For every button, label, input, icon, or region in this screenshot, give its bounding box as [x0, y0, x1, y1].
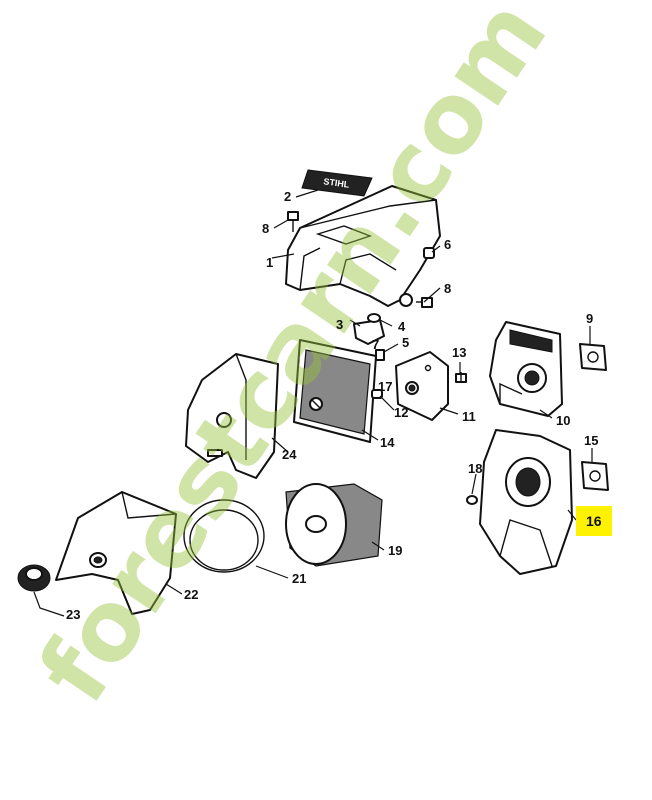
- callout-17: 17: [378, 379, 393, 394]
- callout-7: 7: [372, 337, 380, 352]
- part-16-support: [479, 429, 573, 575]
- part-14-filter: [293, 339, 377, 443]
- callout-18: 18: [468, 461, 483, 476]
- callout-8-top: 8: [262, 221, 270, 236]
- callout-3: 3: [336, 317, 344, 332]
- callout-16-highlighted: 16: [576, 506, 612, 536]
- callout-1: 1: [266, 255, 274, 270]
- callout-19: 19: [388, 543, 403, 558]
- part-21-frame: [183, 499, 265, 573]
- part-10-housing: [489, 321, 563, 417]
- callout-9: 9: [586, 311, 594, 326]
- callout-4: 4: [398, 319, 406, 334]
- part-13-screw: [455, 372, 467, 383]
- part-24-cover: [185, 353, 279, 479]
- part-8-screw-top: [287, 211, 299, 232]
- part-4-ring: [367, 313, 381, 323]
- part-18-washer: [466, 495, 478, 505]
- part-11-bracket: [395, 351, 449, 421]
- part-9-gasket: [579, 343, 607, 371]
- part-12-nut: [371, 389, 383, 399]
- part-8-screw-right: [416, 297, 433, 308]
- part-22-cover: [55, 491, 177, 615]
- callout-13: 13: [452, 345, 467, 360]
- part-1-shroud: [285, 185, 441, 307]
- callout-6: 6: [444, 237, 452, 252]
- part-6-sleeve: [423, 247, 435, 259]
- callout-21: 21: [292, 571, 307, 586]
- part-15-gasket: [581, 461, 609, 491]
- part-3-clip: [353, 319, 385, 345]
- callout-11: 11: [462, 409, 476, 424]
- part-19-filter-element: [285, 483, 383, 567]
- part-23-knob: [17, 564, 51, 592]
- callout-14: 14: [380, 435, 395, 450]
- callout-15: 15: [584, 433, 599, 448]
- callout-5: 5: [402, 335, 410, 350]
- callout-22: 22: [184, 587, 199, 602]
- part-2-decal: STIHL: [301, 169, 373, 197]
- callout-8-right: 8: [444, 281, 452, 296]
- callout-10: 10: [556, 413, 571, 428]
- callout-2: 2: [284, 189, 292, 204]
- callout-12: 12: [394, 405, 409, 420]
- leader-lines: [33, 189, 593, 617]
- svg-text:STIHL: STIHL: [323, 176, 351, 190]
- callout-24: 24: [282, 447, 297, 462]
- callout-23: 23: [66, 607, 81, 622]
